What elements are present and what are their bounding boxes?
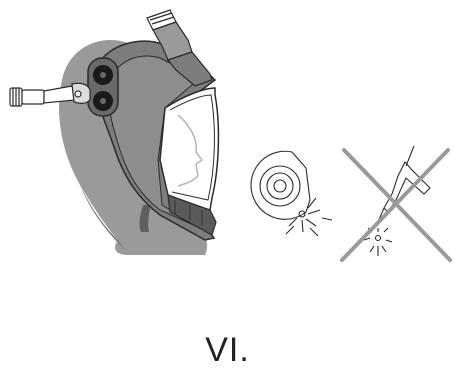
air-hose-connector [9,82,91,107]
visor [159,87,220,236]
forbidden-welding-icon [340,145,452,262]
helmet-shell [87,40,217,241]
grinding-disc-icon [250,150,333,237]
figure-caption: VI. [205,331,250,369]
illustration [9,9,452,262]
top-attachment [146,9,213,87]
